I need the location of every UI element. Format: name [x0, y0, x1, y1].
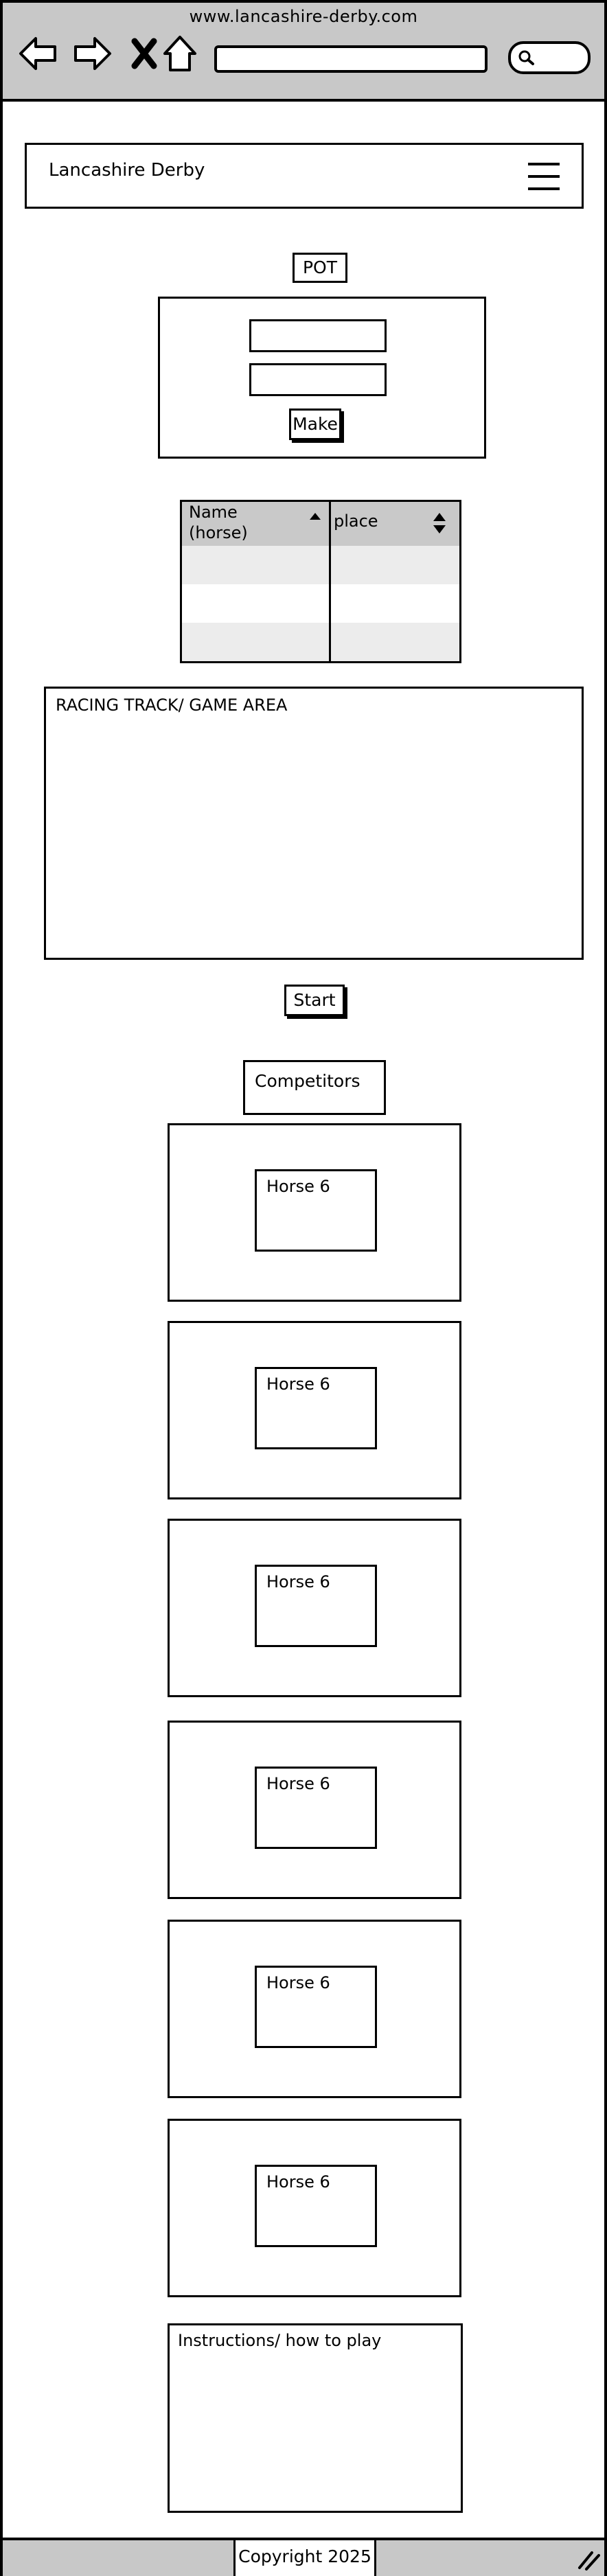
- address-bar[interactable]: [214, 45, 488, 73]
- instructions-panel: Instructions/ how to play: [168, 2323, 463, 2513]
- pot-input-1[interactable]: [249, 319, 387, 352]
- competitor-card-inner: Horse 6: [255, 1169, 377, 1252]
- search-box[interactable]: [508, 41, 591, 74]
- instructions-label: Instructions/ how to play: [178, 2331, 382, 2350]
- site-header: Lancashire Derby: [25, 143, 584, 209]
- table-header-place-label: place: [334, 511, 378, 531]
- competitor-card-inner: Horse 6: [255, 1966, 377, 2048]
- copyright-text: Copyright 2025: [233, 2540, 376, 2576]
- start-button[interactable]: Start: [284, 985, 345, 1016]
- table-column-divider: [329, 502, 331, 661]
- competitor-label: Horse 6: [266, 1774, 330, 1793]
- close-x-icon[interactable]: [124, 33, 165, 74]
- competitor-label: Horse 6: [266, 1177, 330, 1196]
- competitor-card[interactable]: Horse 6: [168, 1519, 461, 1697]
- sort-both-icon: [433, 513, 446, 533]
- browser-toolbar: www.lancashire-derby.com: [3, 3, 604, 102]
- competitor-label: Horse 6: [266, 1572, 330, 1591]
- competitor-card-inner: Horse 6: [255, 1565, 377, 1647]
- make-button[interactable]: Make: [289, 409, 341, 440]
- competitor-card[interactable]: Horse 6: [168, 1721, 461, 1899]
- competitor-card[interactable]: Horse 6: [168, 1123, 461, 1302]
- pot-input-2[interactable]: [249, 363, 387, 396]
- table-row: [182, 546, 459, 584]
- browser-url-title: www.lancashire-derby.com: [189, 7, 418, 26]
- competitor-label: Horse 6: [266, 1375, 330, 1394]
- competitor-card-inner: Horse 6: [255, 1367, 377, 1449]
- competitor-card[interactable]: Horse 6: [168, 1321, 461, 1499]
- site-title: Lancashire Derby: [49, 160, 205, 181]
- competitor-card[interactable]: Horse 6: [168, 2119, 461, 2297]
- back-arrow-icon[interactable]: [18, 33, 59, 74]
- competitor-card-inner: Horse 6: [255, 2165, 377, 2247]
- pot-label: POT: [293, 253, 347, 283]
- competitor-card[interactable]: Horse 6: [168, 1920, 461, 2098]
- home-icon[interactable]: [159, 33, 201, 74]
- resize-grip-icon[interactable]: [577, 2550, 600, 2571]
- search-icon: [518, 50, 534, 65]
- footer-bar: Copyright 2025: [3, 2538, 604, 2576]
- game-area[interactable]: RACING TRACK/ GAME AREA: [44, 687, 584, 960]
- game-area-label: RACING TRACK/ GAME AREA: [56, 695, 288, 715]
- table-header-place[interactable]: place: [331, 502, 459, 546]
- results-table: Name (horse) place: [180, 500, 461, 663]
- hamburger-icon[interactable]: [528, 163, 560, 190]
- competitors-heading: Competitors: [243, 1060, 386, 1115]
- forward-arrow-icon[interactable]: [71, 33, 113, 74]
- pot-form: Make: [158, 297, 486, 459]
- competitor-label: Horse 6: [266, 2172, 330, 2192]
- table-header-name[interactable]: Name (horse): [182, 502, 329, 546]
- competitor-label: Horse 6: [266, 1973, 330, 1992]
- table-row: [182, 584, 459, 623]
- table-row: [182, 623, 459, 661]
- sort-ascending-icon: [310, 513, 321, 520]
- table-header-name-label: Name (horse): [189, 503, 248, 542]
- competitor-card-inner: Horse 6: [255, 1767, 377, 1849]
